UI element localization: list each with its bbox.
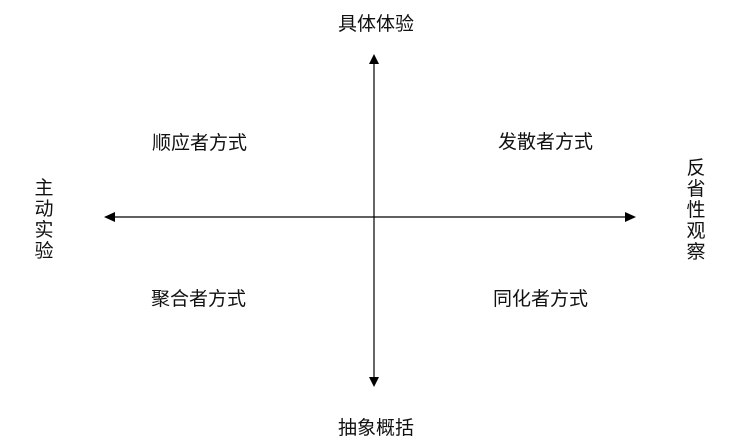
horizontal-axis: [104, 212, 636, 222]
arrow-down-icon: [369, 377, 379, 387]
arrow-up-icon: [369, 54, 379, 64]
axis-label-bottom: 抽象概括: [337, 417, 414, 439]
axis-label-left: 主动实验: [34, 177, 54, 262]
quadrant-label-bottom-right: 同化者方式: [493, 288, 589, 310]
arrow-right-icon: [625, 212, 636, 222]
quadrant-label-top-right: 发散者方式: [498, 131, 594, 153]
quadrant-label-top-left: 顺应者方式: [152, 132, 248, 154]
arrow-left-icon: [104, 212, 115, 222]
axis-label-right: 反省性观察: [686, 157, 706, 263]
axis-label-top: 具体体验: [337, 13, 414, 35]
quadrant-label-bottom-left: 聚合者方式: [151, 288, 247, 310]
vertical-axis: [369, 54, 379, 387]
